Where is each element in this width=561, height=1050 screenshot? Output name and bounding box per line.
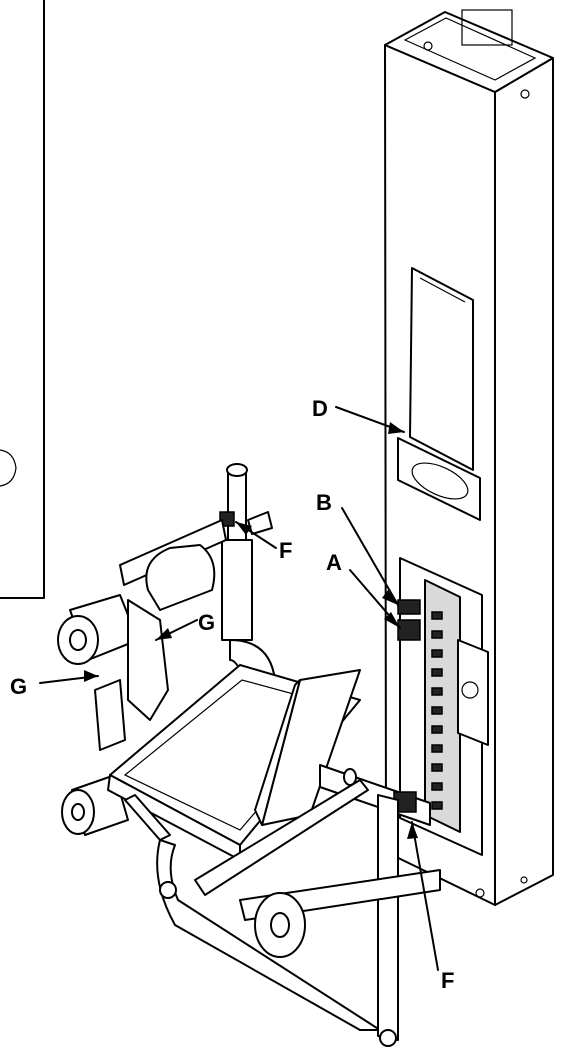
upper-roller-pad: [58, 595, 138, 664]
label-d: D: [312, 396, 328, 421]
label-b: B: [316, 490, 332, 515]
label-g-lower: G: [10, 674, 27, 699]
inset-frame: [0, 0, 44, 598]
weight-stack-tower: [385, 10, 553, 905]
label-f-bottom: F: [441, 968, 454, 993]
label-a: A: [326, 550, 342, 575]
seat-post: [220, 464, 272, 640]
label-f-top: F: [279, 538, 292, 563]
back-pad: [120, 520, 226, 610]
label-g-upper: G: [198, 610, 215, 635]
